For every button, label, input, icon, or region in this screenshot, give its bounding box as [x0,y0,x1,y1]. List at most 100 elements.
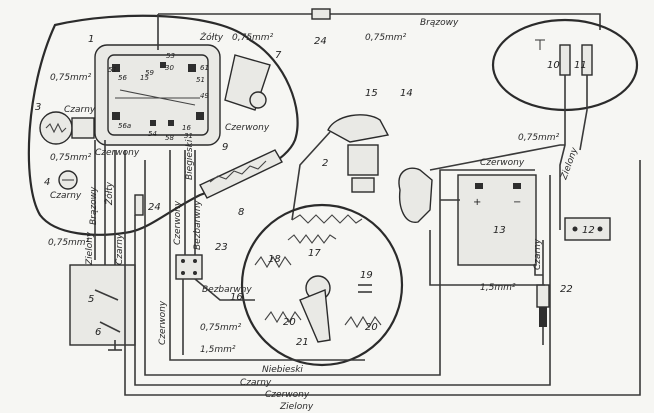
breaker-arm-21 [299,289,331,343]
label-bezbarwny-gen: Bezbarwny [202,285,252,295]
label-gauge-left: 0,75mm² [50,153,92,163]
part-number-15: 15 [365,88,378,99]
part-number-4: 4 [44,177,50,188]
battery-terminal-minus [513,183,521,189]
indicator-lamp-14 [398,167,433,223]
terminal [572,226,578,232]
part-number-13: 13 [493,225,506,236]
part-number-3: 3 [35,102,41,113]
light-switch-plate [107,54,209,136]
terminal-label: 54 [148,130,157,138]
switch-terminal [150,120,156,126]
wire-horn [291,131,331,221]
spark-plug-tip [539,307,547,327]
terminal-label: 31 [184,132,193,140]
part-number-10: 10 [547,60,560,71]
bulb-socket [71,117,95,139]
switch-terminal [188,64,196,72]
terminal-label: 15 [140,74,149,82]
wire-niebieski [169,150,365,361]
terminal [193,271,197,275]
label-gauge-head1: 0,75mm² [232,33,274,43]
terminal-label: 30 [165,64,174,72]
part-number-6: 6 [95,327,101,338]
part-number-5: 5 [88,294,94,305]
terminal-label: 16 [182,124,191,132]
horn-body-2 [347,144,379,176]
part-number-16: 16 [230,292,243,303]
label-gauge-tail: 0,75mm² [518,133,560,143]
switch-terminal [168,120,174,126]
switch-terminal [112,64,120,72]
terminal-label: 51 [196,76,205,84]
label-zielony-left: Zielony [85,231,95,266]
switch-terminal [112,112,120,120]
generator-housing [240,203,404,367]
svg-text:+: + [473,197,481,208]
part-number-14: 14 [400,88,413,99]
label-gauge-top: 0,75mm² [365,33,407,43]
label-niebieski: Niebieski [262,365,303,375]
coil-17 [287,234,337,244]
coil-18 [254,255,292,269]
label-czarny-right: Czarny [533,238,543,270]
label-czerwony-right: Czerwony [480,158,525,168]
wire-bezbarwny [194,278,255,301]
label-gauge-mid: 0,75mm² [200,323,242,333]
fuse-24-top [311,8,331,20]
label-15-bottom: 1,5mm² [200,345,236,355]
part-number-17: 17 [308,248,321,259]
label-bezbarwny-mid: Bezbarwny [193,200,203,250]
switch-contact [119,89,196,106]
coil-detail [209,160,267,183]
label-15-right: 1,5mm² [480,283,516,293]
part-number-7: 7 [275,50,282,61]
part-number-20a: 20 [283,317,296,328]
terminal [193,259,197,263]
coil-resistor [291,214,363,224]
part-number-12: 12 [582,225,595,236]
terminal-label: 61 [200,64,209,72]
horn-base [351,177,375,193]
terminal-label: 59 [145,69,154,77]
label-czarny-left: Czarny [115,233,125,265]
wire-zielony-loop [124,150,641,396]
label-zielony-bottom: Zielony [279,402,314,412]
part-number-18: 18 [268,254,281,265]
wire-tail-2 [579,75,588,151]
part-number-20b: 20 [365,322,378,333]
label-biegieski-mid: Biegieski [185,139,195,180]
part-number-2: 2 [322,158,328,169]
terminal-block-23 [175,254,203,280]
label-czerwony-head1: Czerwony [225,123,270,133]
coil-20-right [344,315,382,329]
wire-tail-1 [559,75,566,230]
terminal-label: 58 [165,134,174,142]
part-number-22: 22 [560,284,573,295]
svg-text:−: − [513,197,521,208]
label-gauge-head2: 0,75mm² [50,73,92,83]
battery-terminal-plus [475,183,483,189]
label-gauge-bottom: 0,75mm² [48,238,90,248]
wire-czarny-loop [144,160,535,376]
label-brazowy-top: Brązowy [420,18,459,28]
label-czerwony-mid: Czerwony [173,200,183,245]
horn-15 [327,114,390,143]
terminal-label: 56 [118,74,127,82]
lamp-7 [249,91,267,109]
label-brazowy-left2: Brązowy [89,186,99,225]
wire-15mm [429,230,545,286]
wire-czerwony-right [429,144,565,171]
label-zielony-right: Zielony [559,146,580,182]
switch-6 [99,321,121,333]
label-zolty-left: Żółty [104,181,115,206]
label-czarny-head: Czarny [64,105,96,115]
switch-terminal [196,112,204,120]
wire-czerwony-loop [134,175,551,386]
battery-13 [457,174,537,266]
label-czarny-lamp: Czarny [50,191,82,201]
label-czerwony-head2: Czerwony [95,148,140,158]
part-number-24-top: 24 [314,36,327,47]
